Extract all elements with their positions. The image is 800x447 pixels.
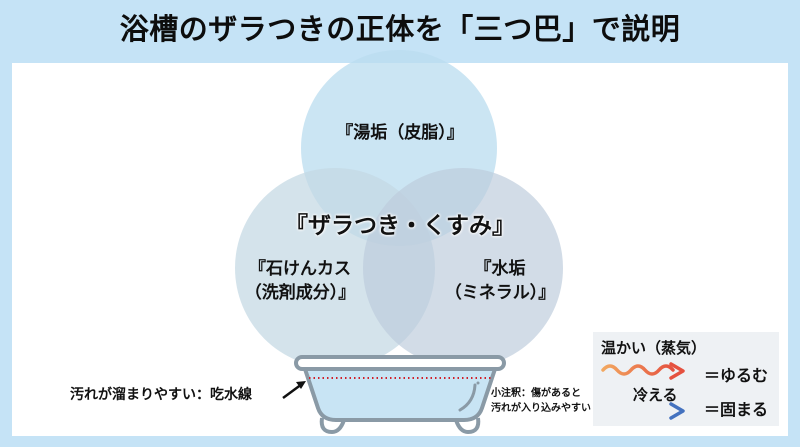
page-title: 浴槽のザラつきの正体を「三つ巴」で説明: [119, 12, 681, 46]
scratch-note: 小注釈：傷があると 汚れが入り込みやすい: [491, 386, 591, 416]
scratch-note-line2: 汚れが入り込みやすい: [491, 403, 591, 414]
venn-label-center: 『ザラつき・くすみ』: [285, 213, 515, 239]
temperature-legend: 温かい（蒸気） ＝ゆるむ 冷える ＝固まる: [593, 332, 779, 426]
bathtub-icon: [294, 355, 506, 434]
legend-cool-result: ＝固まる: [704, 400, 769, 419]
legend-warm-result: ＝ゆるむ: [704, 366, 769, 385]
venn-label-mineral-line2: （ミネラル）』: [444, 283, 556, 303]
legend-arrows: [601, 362, 685, 420]
scratch-note-line1: 小注釈：傷があると: [491, 388, 581, 399]
venn-circle-right: [363, 168, 563, 368]
venn-label-soap-scum-line1: 『石けんカス: [249, 259, 351, 279]
waterline-note: 汚れが溜まりやすい：吃水線: [70, 387, 252, 403]
venn-label-soap-scum: 『石けんカス （洗剤成分）』: [225, 257, 375, 305]
legend-warm-label: 温かい（蒸気）: [601, 339, 707, 357]
venn-label-mineral: 『水垢 （ミネラル）』: [425, 257, 575, 305]
venn-label-mineral-line1: 『水垢: [474, 259, 526, 279]
pointer-arrow-icon: [282, 381, 306, 400]
wavy-warm-arrow-icon: [601, 362, 685, 380]
legend-cool-label: 冷える: [633, 386, 678, 404]
venn-label-soap-scum-line2: （洗剤成分）』: [244, 283, 356, 303]
straight-cool-arrow-icon: [603, 402, 685, 420]
venn-label-sebum: 『湯垢（皮脂）』: [336, 123, 464, 143]
